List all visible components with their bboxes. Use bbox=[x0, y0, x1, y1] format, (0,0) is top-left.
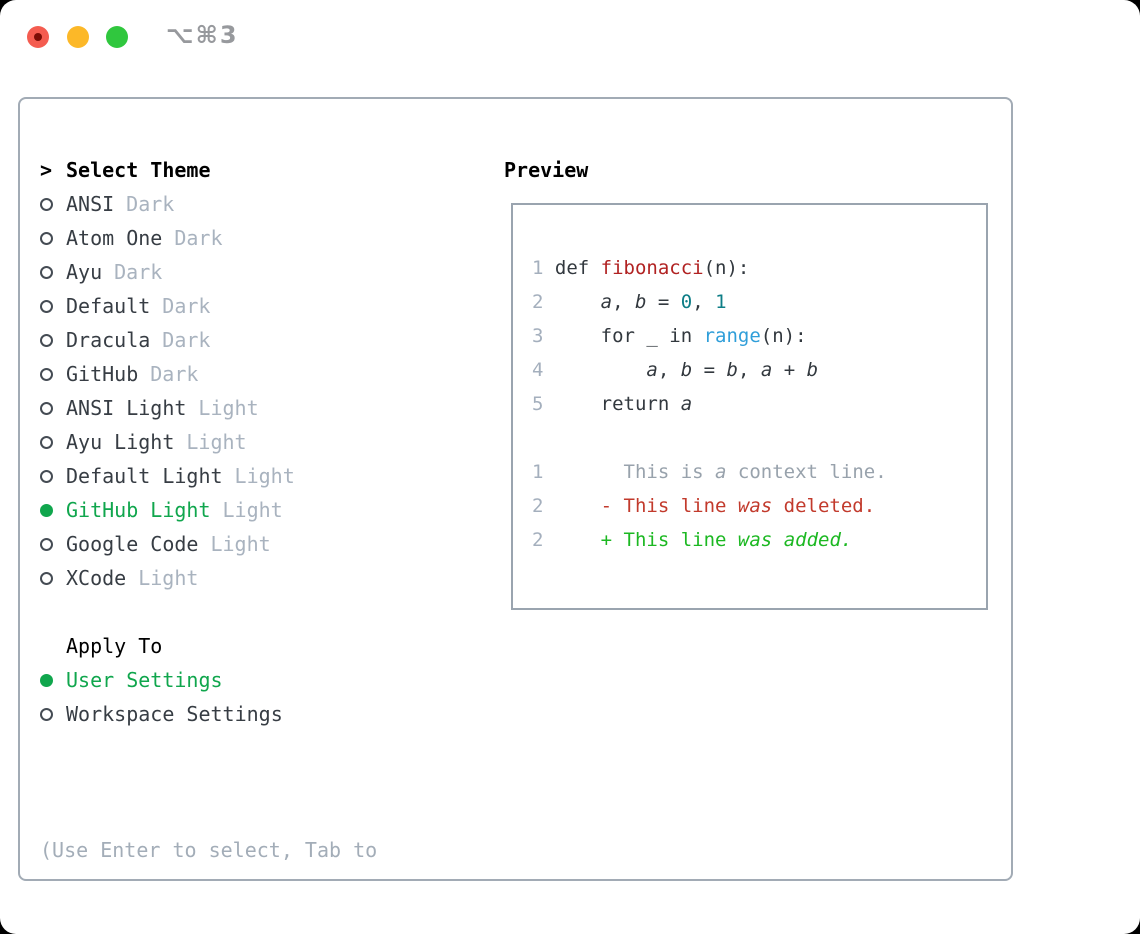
radio-icon bbox=[40, 197, 53, 211]
preview-code-line: 1 This is a context line. bbox=[532, 455, 986, 489]
radio-icon bbox=[40, 401, 53, 415]
preview-title: Preview bbox=[504, 158, 589, 182]
select-theme-header: > Select Theme bbox=[40, 153, 377, 187]
chevron-cursor-icon: > bbox=[40, 158, 53, 182]
radio-selected-icon bbox=[40, 673, 53, 687]
preview-code-line bbox=[532, 421, 986, 455]
radio-icon bbox=[40, 537, 53, 551]
line-number: 2 bbox=[532, 529, 544, 551]
apply-to-header: Apply To bbox=[40, 629, 377, 663]
radio-icon bbox=[40, 367, 53, 381]
line-number: 3 bbox=[532, 325, 544, 347]
window-title: ⌥⌘3 bbox=[166, 21, 239, 49]
close-button[interactable] bbox=[27, 26, 49, 48]
preview-code-line: 3 for _ in range(n): bbox=[532, 319, 986, 353]
preview-code-line: 5 return a bbox=[532, 387, 986, 421]
preview-code-line: 2 + This line was added. bbox=[532, 523, 986, 557]
apply-to-title: Apply To bbox=[66, 634, 163, 658]
radio-icon bbox=[40, 231, 53, 245]
radio-icon bbox=[40, 435, 53, 449]
radio-icon bbox=[40, 265, 53, 279]
preview-code-line: 2 a, b = 0, 1 bbox=[532, 285, 986, 319]
line-number: 1 bbox=[532, 461, 544, 483]
select-theme-title: Select Theme bbox=[66, 158, 211, 182]
zoom-button[interactable] bbox=[106, 26, 128, 48]
line-number: 4 bbox=[532, 359, 544, 381]
apply-option-user-settings[interactable]: User Settings bbox=[40, 663, 377, 697]
line-number: 5 bbox=[532, 393, 544, 415]
radio-icon bbox=[40, 707, 53, 721]
line-number: 2 bbox=[532, 495, 544, 517]
minimize-button[interactable] bbox=[67, 26, 89, 48]
radio-icon bbox=[40, 333, 53, 347]
line-number: 1 bbox=[532, 257, 544, 279]
preview-code-line: 2 - This line was deleted. bbox=[532, 489, 986, 523]
close-dot-icon bbox=[34, 33, 42, 41]
radio-selected-icon bbox=[40, 503, 53, 517]
radio-icon bbox=[40, 571, 53, 585]
keyboard-hint: (Use Enter to select, Tab to change focu… bbox=[40, 765, 377, 934]
apply-to-section: Apply To User Settings Workspace Setting… bbox=[40, 629, 377, 731]
apply-option-workspace-settings[interactable]: Workspace Settings bbox=[40, 697, 377, 731]
hint-line-1: (Use Enter to select, Tab to bbox=[40, 838, 378, 862]
radio-icon bbox=[40, 299, 53, 313]
preview-code-line: 4 a, b = b, a + b bbox=[532, 353, 986, 387]
radio-icon bbox=[40, 469, 53, 483]
line-number: 2 bbox=[532, 291, 544, 313]
